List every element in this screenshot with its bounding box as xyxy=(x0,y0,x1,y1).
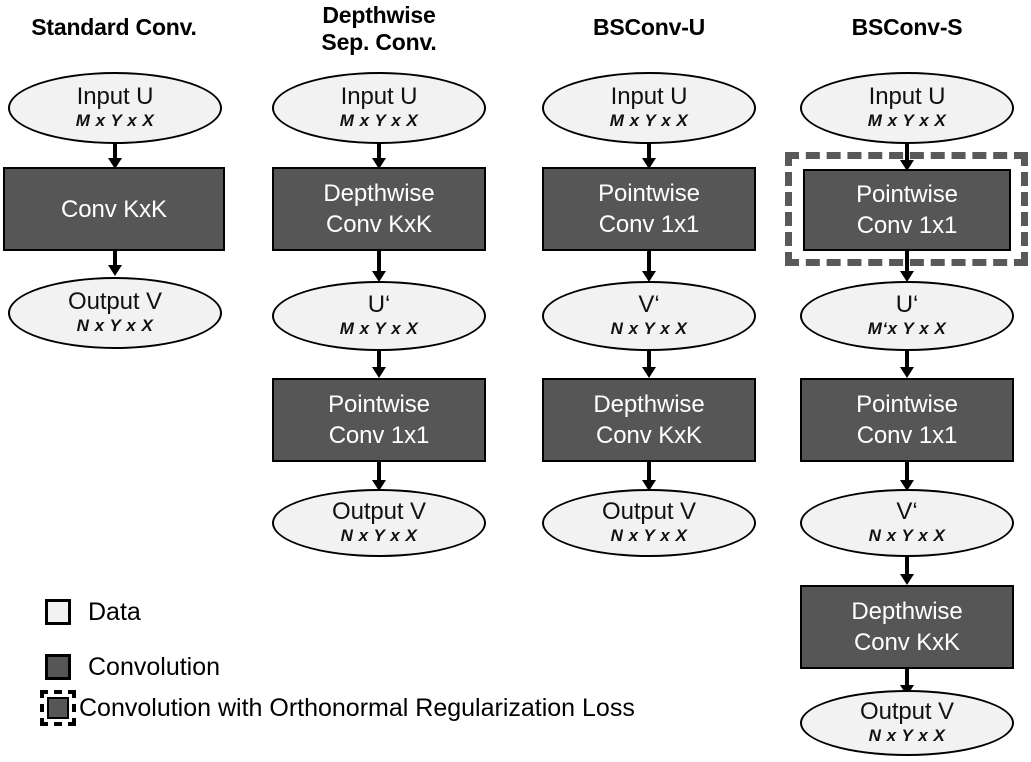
node-label: Input U xyxy=(340,82,418,110)
node-conv-pointwise-conv-1x1-col2: Pointwise Conv 1x1 xyxy=(272,378,486,462)
node-label: Pointwise Conv 1x1 xyxy=(856,391,958,449)
legend-label: Convolution xyxy=(88,653,221,681)
node-dims: N x Y x X xyxy=(76,315,154,335)
node-data-output-v-col4: Output V N x Y x X xyxy=(800,690,1014,756)
node-dims: M x Y x X xyxy=(867,110,947,130)
node-data-output-v-col3: Output V N x Y x X xyxy=(542,489,756,557)
node-dims: M x Y x X xyxy=(339,110,419,130)
convolution-ortho-swatch-icon xyxy=(40,690,76,726)
column-title-bsconv-u: BSConv-U xyxy=(592,14,706,40)
arrow-connector xyxy=(900,556,914,585)
node-data-input-u-col4: Input U M x Y x X xyxy=(800,72,1014,144)
node-conv-depthwise-conv-kxk-col2: Depthwise Conv KxK xyxy=(272,167,486,251)
node-data-input-u-col2: Input U M x Y x X xyxy=(272,72,486,144)
arrow-connector xyxy=(642,251,656,282)
node-label: Output V xyxy=(332,497,426,525)
node-label: Pointwise Conv 1x1 xyxy=(328,391,430,449)
legend-item-convolution: Convolution xyxy=(45,653,220,681)
node-data-input-u-col3: Input U M x Y x X xyxy=(542,72,756,144)
node-dims: M x Y x X xyxy=(609,110,689,130)
arrow-connector xyxy=(642,462,656,491)
node-label: Input U xyxy=(610,82,688,110)
node-label: Depthwise Conv KxK xyxy=(593,391,705,449)
arrow-connector xyxy=(372,143,386,169)
arrow-connector xyxy=(372,350,386,378)
node-dims: M‘x Y x X xyxy=(867,318,947,338)
node-label: Output V xyxy=(860,697,954,725)
arrow-connector xyxy=(900,350,914,378)
arrow-connector xyxy=(108,143,122,169)
node-label: V‘ xyxy=(896,497,918,525)
node-dims: M x Y x X xyxy=(75,110,155,130)
node-label: Input U xyxy=(76,82,154,110)
convolution-ortho-swatch-inner-icon xyxy=(47,697,69,719)
node-data-v-prime-col3: V‘ N x Y x X xyxy=(542,281,756,351)
node-label: Output V xyxy=(68,287,162,315)
column-title-depthwise-separable-conv: Depthwise Sep. Conv. xyxy=(321,2,437,55)
node-label: Depthwise Conv KxK xyxy=(851,598,963,656)
node-data-output-v-col1: Output V N x Y x X xyxy=(8,277,222,349)
node-label: Depthwise Conv KxK xyxy=(323,180,435,238)
node-conv-pointwise-conv-1x1-col4: Pointwise Conv 1x1 xyxy=(800,378,1014,462)
node-label: Pointwise Conv 1x1 xyxy=(856,181,958,239)
legend-item-convolution-ortho: Convolution with Orthonormal Regularizat… xyxy=(40,690,635,726)
node-label: U‘ xyxy=(895,290,919,318)
node-data-u-prime-col2: U‘ M x Y x X xyxy=(272,281,486,351)
node-dims: N x Y x X xyxy=(340,525,418,545)
node-label: V‘ xyxy=(638,290,660,318)
arrow-connector xyxy=(900,251,914,282)
node-dims: N x Y x X xyxy=(610,525,688,545)
legend-label: Data xyxy=(88,598,141,626)
column-title-standard-conv: Standard Conv. xyxy=(31,14,197,40)
node-data-output-v-col2: Output V N x Y x X xyxy=(272,489,486,557)
legend-item-data: Data xyxy=(45,598,141,626)
node-data-u-prime-col4: U‘ M‘x Y x X xyxy=(800,281,1014,351)
node-conv-conv-kxk-col1: Conv KxK xyxy=(3,167,225,251)
arrow-connector xyxy=(900,462,914,491)
arrow-connector xyxy=(642,350,656,378)
node-label: Output V xyxy=(602,497,696,525)
arrow-connector xyxy=(108,250,122,276)
node-label: U‘ xyxy=(367,290,391,318)
data-swatch-icon xyxy=(45,599,71,625)
node-data-v-prime-col4: V‘ N x Y x X xyxy=(800,489,1014,557)
arrow-connector xyxy=(372,251,386,282)
column-title-bsconv-s: BSConv-S xyxy=(851,14,963,40)
node-dims: N x Y x X xyxy=(610,318,688,338)
node-dims: N x Y x X xyxy=(868,725,946,745)
arrow-connector xyxy=(642,143,656,169)
node-label: Pointwise Conv 1x1 xyxy=(598,180,700,238)
convolution-swatch-icon xyxy=(45,654,71,680)
legend-label: Convolution with Orthonormal Regularizat… xyxy=(79,694,635,722)
node-label: Input U xyxy=(868,82,946,110)
node-conv-depthwise-conv-kxk-col4: Depthwise Conv KxK xyxy=(800,585,1014,669)
node-label: Conv KxK xyxy=(61,195,167,223)
node-conv-ortho-pointwise-conv-1x1-col4: Pointwise Conv 1x1 xyxy=(803,169,1011,251)
node-conv-pointwise-conv-1x1-col3: Pointwise Conv 1x1 xyxy=(542,167,756,251)
node-data-input-u-col1: Input U M x Y x X xyxy=(8,72,222,144)
node-dims: N x Y x X xyxy=(868,525,946,545)
arrow-connector xyxy=(372,462,386,491)
node-conv-depthwise-conv-kxk-col3: Depthwise Conv KxK xyxy=(542,378,756,462)
node-dims: M x Y x X xyxy=(339,318,419,338)
